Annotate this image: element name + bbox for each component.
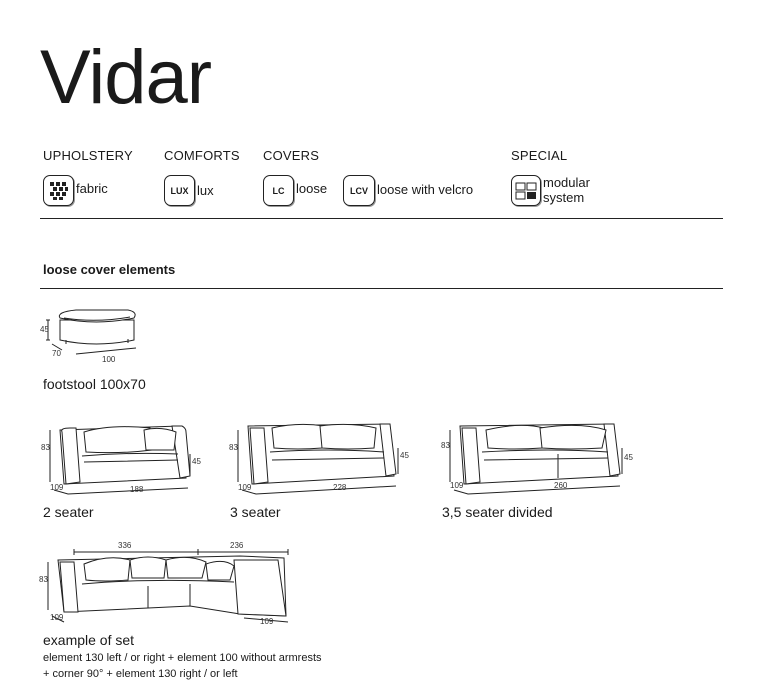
set-note-line1: element 130 left / or right + element 10… <box>43 652 322 664</box>
three-seater-caption: 3 seater <box>230 504 281 520</box>
divider-section <box>40 288 723 289</box>
footstool-height: 45 <box>40 325 49 334</box>
modular-label-line2: system <box>543 190 585 205</box>
lux-badge: LUX <box>164 175 195 206</box>
two-seater-drawing: 83 45 109 188 <box>41 425 201 495</box>
three-half-seater-width: 260 <box>554 481 568 490</box>
footstool-width: 100 <box>102 355 116 364</box>
loose-label: loose <box>296 181 328 196</box>
lux-label: lux <box>197 183 214 198</box>
modular-label: modular system <box>543 175 590 205</box>
two-seater-height: 83 <box>41 443 50 452</box>
set-note: element 130 left / or right + element 10… <box>43 650 322 682</box>
set-note-line2: + corner 90° + element 130 right / or le… <box>43 668 238 680</box>
two-seater-depth: 109 <box>50 483 64 492</box>
product-title: Vidar <box>40 35 212 120</box>
set-depth-right: 109 <box>260 617 274 626</box>
fabric-icon <box>43 175 74 206</box>
three-seater-drawing: 83 45 109 228 <box>229 423 409 495</box>
set-caption: example of set <box>43 632 135 648</box>
three-seater-width: 228 <box>333 483 347 492</box>
divider-top <box>40 218 723 219</box>
footstool-caption: footstool 100x70 <box>43 376 146 392</box>
loose-velcro-label: loose with velcro <box>377 182 474 197</box>
three-half-seater-height: 83 <box>441 441 450 450</box>
set-depth-left: 109 <box>50 613 64 622</box>
three-seater-depth: 109 <box>238 483 252 492</box>
set-drawing: 336 236 83 109 109 <box>39 541 289 626</box>
three-half-seater-caption: 3,5 seater divided <box>442 504 553 520</box>
modular-icon <box>511 175 541 206</box>
section-title: loose cover elements <box>43 262 176 277</box>
category-covers: COVERS <box>263 148 320 163</box>
three-half-seater-drawing: 83 45 109 260 <box>441 423 633 495</box>
category-comforts: COMFORTS <box>164 148 240 163</box>
three-half-seater-depth: 109 <box>450 481 464 490</box>
set-width-right: 236 <box>230 541 244 550</box>
footstool-drawing: 45 70 100 <box>40 309 137 364</box>
three-seater-seat-height: 45 <box>400 451 409 460</box>
three-half-seater-seat-height: 45 <box>624 453 633 462</box>
loose-velcro-badge: LCV <box>343 175 375 206</box>
set-height: 83 <box>39 575 48 584</box>
two-seater-width: 188 <box>130 485 144 494</box>
two-seater-seat-height: 45 <box>192 457 201 466</box>
loose-cover-badge: LC <box>263 175 294 206</box>
set-width-left: 336 <box>118 541 132 550</box>
footstool-depth: 70 <box>52 349 61 358</box>
fabric-label: fabric <box>76 181 108 196</box>
modular-label-line1: modular <box>543 175 590 190</box>
category-upholstery: UPHOLSTERY <box>43 148 133 163</box>
category-special: SPECIAL <box>511 148 568 163</box>
three-seater-height: 83 <box>229 443 238 452</box>
two-seater-caption: 2 seater <box>43 504 94 520</box>
